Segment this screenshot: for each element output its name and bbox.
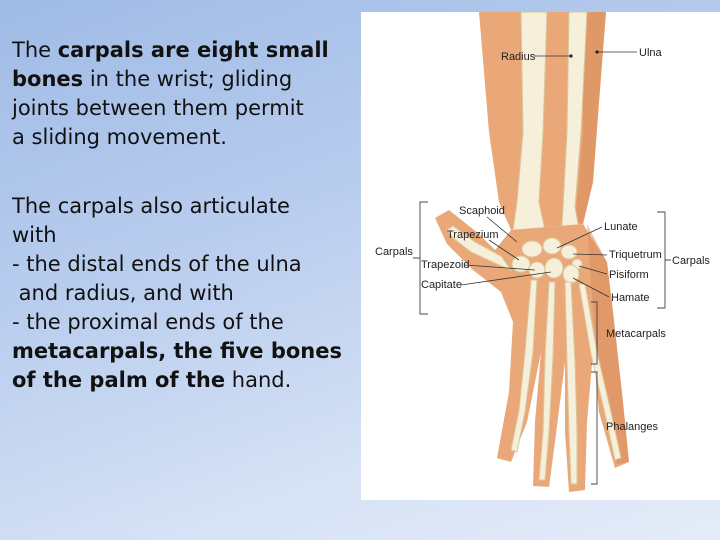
paragraph-carpals-articulation: The carpals also articulate with - the d…: [12, 192, 362, 395]
text-line: a sliding movement.: [12, 125, 227, 149]
label-hamate: Hamate: [611, 292, 650, 304]
text-run: hand.: [225, 368, 292, 392]
leader-pisiform: [578, 265, 608, 275]
label-phalanges: Phalanges: [606, 421, 658, 433]
leader-triquetrum: [572, 253, 608, 256]
label-capitate: Capitate: [421, 279, 462, 291]
label-scaphoid: Scaphoid: [459, 205, 505, 217]
text-line: bones in the wrist; gliding: [12, 65, 362, 94]
label-triquetrum: Triquetrum: [609, 249, 662, 261]
label-trapezium: Trapezium: [447, 229, 499, 241]
label-lunate: Lunate: [604, 221, 638, 233]
label-trapezoid: Trapezoid: [421, 259, 470, 271]
hand-shadow: [587, 224, 629, 464]
text-line: - the proximal ends of the: [12, 310, 284, 334]
bracket-carpals-right: [657, 211, 671, 309]
label-radius: Radius: [501, 51, 536, 63]
label-pisiform: Pisiform: [609, 269, 649, 281]
label-metacarpals: Metacarpals: [606, 328, 666, 340]
bold-text-run: bones: [12, 67, 84, 91]
carpal-bones: [511, 237, 583, 284]
leader-capitate: [460, 271, 552, 286]
hand-anatomy-illustration: Scaphoid Trapezium Carpals Trapezoid Cap…: [375, 12, 710, 492]
text-line: - the distal ends of the ulna: [12, 252, 302, 276]
text-line: of the palm of the hand.: [12, 366, 362, 395]
leader-dot: [569, 54, 573, 58]
leader-hamate: [572, 277, 610, 298]
bracket-carpals-left: [413, 201, 428, 315]
label-carpals-left: Carpals: [375, 246, 413, 258]
leader-lunate: [556, 226, 603, 249]
leader-trapezoid: [464, 264, 536, 271]
paragraph-carpals-intro: The carpals are eight small bones in the…: [12, 36, 362, 152]
text-line: The carpals are eight small: [12, 36, 362, 65]
bold-text-run: carpals are eight small: [57, 38, 329, 62]
leader-scaphoid: [486, 216, 518, 243]
hand-anatomy-figure: Scaphoid Trapezium Carpals Trapezoid Cap…: [361, 12, 720, 500]
slide-text: The carpals are eight small bones in the…: [12, 36, 362, 395]
leader-dot: [595, 50, 599, 54]
leader-trapezium: [488, 239, 520, 261]
bracket-metacarpals: [591, 301, 598, 365]
text-run: in the wrist; gliding: [83, 67, 293, 91]
bracket-phalanges: [591, 371, 598, 485]
text-line: with: [12, 223, 57, 247]
label-ulna: Ulna: [639, 47, 663, 59]
bold-text-line: metacarpals, the five bones: [12, 339, 343, 363]
bold-text-run: of the palm of the: [12, 368, 226, 392]
text-line: The carpals also articulate: [12, 194, 290, 218]
text-line: and radius, and with: [12, 281, 234, 305]
text-run: The: [12, 38, 58, 62]
forearm-shadow: [575, 12, 606, 224]
finger-bones: [446, 225, 622, 485]
label-carpals-right: Carpals: [672, 255, 710, 267]
text-line: joints between them permit: [12, 96, 304, 120]
